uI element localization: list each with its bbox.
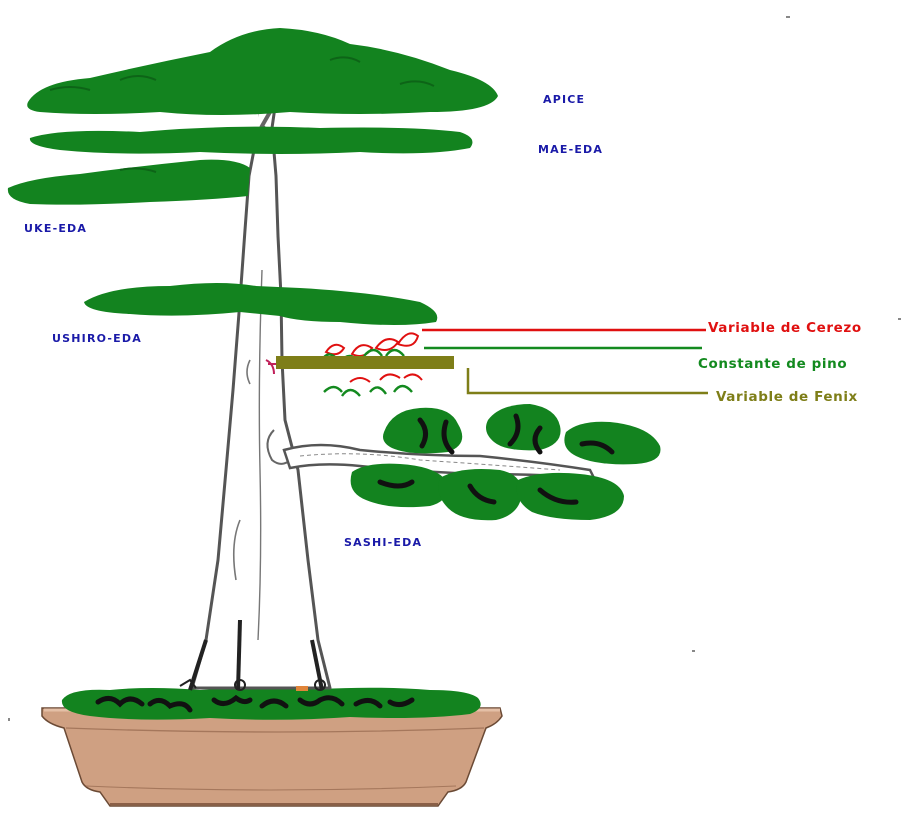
moss-soil	[62, 688, 481, 720]
legend-lines	[422, 330, 708, 393]
uke-eda-label: UKE-EDA	[24, 223, 87, 234]
foliage-apice	[27, 28, 498, 115]
foliage-mae-eda	[30, 127, 473, 154]
fenix-bar	[268, 356, 454, 369]
legend-cerezo-label: Variable de Cerezo	[708, 322, 862, 336]
legend-pino-label: Constante de pino	[698, 358, 847, 372]
legend-fenix-label: Variable de Fenix	[716, 391, 858, 405]
mae-eda-label: MAE-EDA	[538, 144, 603, 155]
pot	[42, 708, 502, 806]
ushiro-eda-label: USHIRO-EDA	[52, 333, 142, 344]
apice-label: APICE	[543, 94, 585, 105]
sashi-eda-label: SASHI-EDA	[344, 537, 422, 548]
fenix-line	[468, 368, 708, 393]
foliage-uke-eda	[8, 160, 250, 205]
